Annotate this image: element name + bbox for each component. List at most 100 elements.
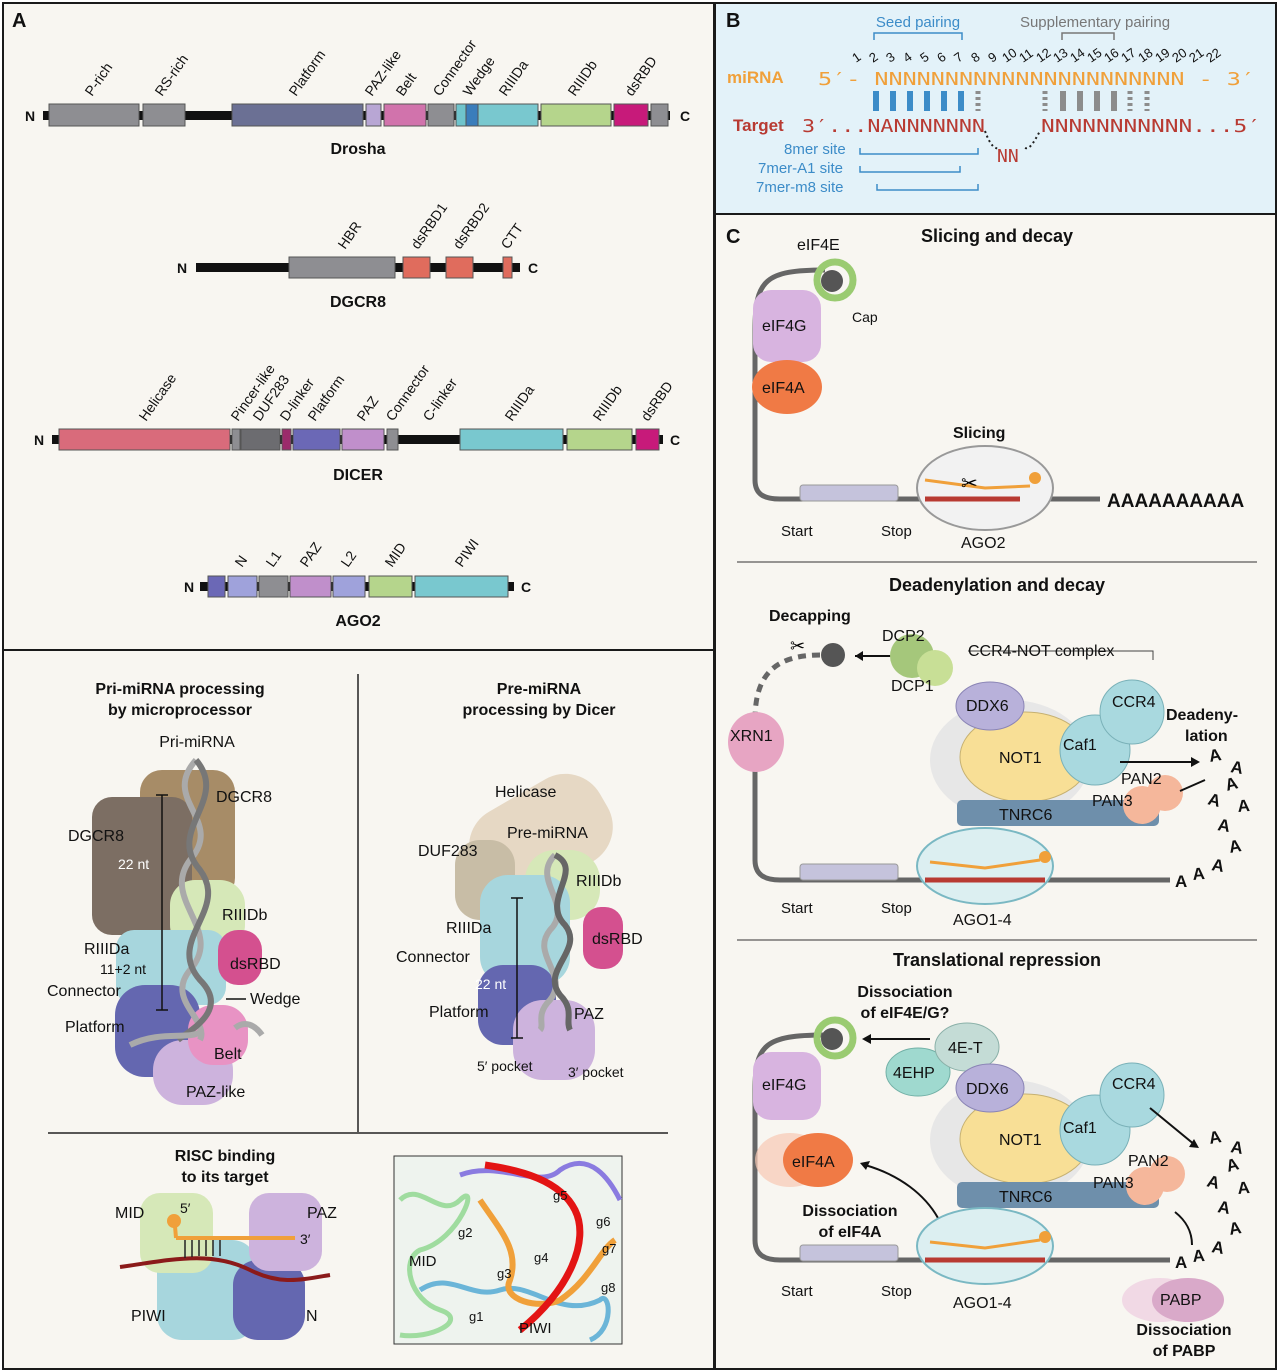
dicer-helicase-domain: [58, 428, 231, 451]
trans-ago-label: AGO1-4: [953, 1295, 1012, 1312]
translational-section: Translational repression: [752, 950, 1251, 1360]
trans-not1-label: NOT1: [999, 1132, 1042, 1149]
pri-dgcr8-left-shape: [92, 797, 192, 935]
dead-a-6: A: [1216, 815, 1231, 836]
tick-15: [1094, 91, 1100, 111]
trans-diss-eif4eg-line1: Dissociation: [857, 984, 952, 1001]
deadenylation-title: Deadenylation and decay: [889, 575, 1105, 595]
trans-guide-5p: [1039, 1231, 1051, 1243]
pri-dgcr8-label-a: DGCR8: [216, 789, 272, 806]
drosha-wedge-domain-a: [455, 103, 467, 127]
dicer-platform-domain: [292, 428, 341, 451]
drosha-p-rich-domain: [48, 103, 140, 127]
trans-ccr4-arrow: [1149, 1107, 1196, 1146]
panel-c-letter: C: [726, 226, 740, 248]
slicing-eif4g-label: eIF4G: [762, 318, 806, 335]
pre-dsrbd-label: dsRBD: [592, 931, 643, 948]
dead-ddx6: [955, 681, 1025, 731]
dead-stop-label: Stop: [881, 900, 912, 917]
trans-a-7: A: [1227, 1218, 1242, 1239]
trans-a-8: A: [1210, 1237, 1225, 1258]
seed-pairing-label: Seed pairing: [876, 14, 960, 31]
panel-b: B Seed pairing Supplementary pairing 1 2…: [714, 2, 1277, 215]
slicing-cds: [799, 484, 899, 502]
slicing-guide-5p: [1029, 472, 1041, 484]
pre-3-pocket-label: 3′ pocket: [568, 1064, 624, 1080]
structure-paz-ribbon: [459, 1161, 623, 1202]
tick-6: [941, 91, 947, 111]
pos-21: 21: [1186, 45, 1206, 66]
pri-title-line2: by microprocessor: [108, 702, 252, 719]
tick-3: [890, 91, 896, 111]
slicing-cap: [821, 270, 843, 292]
dead-a-10: A: [1175, 872, 1187, 891]
dgcr8-dsrbd2-domain: [445, 256, 474, 279]
pri-dsrbd-label: dsRBD: [230, 956, 281, 973]
dead-guide-5p: [1039, 851, 1051, 863]
dead-pan2-label: PAN2: [1121, 771, 1162, 788]
drosha-n-terminus: N: [25, 108, 35, 124]
site-8mer-label: 8mer site: [784, 141, 846, 158]
trans-diss-eif4a-line1: Dissociation: [802, 1203, 897, 1220]
panel-b-letter: B: [726, 10, 740, 32]
trans-pabp-arrow: [1174, 1211, 1193, 1246]
dead-mrna-degraded: [752, 652, 821, 721]
dead-a-5: A: [1237, 796, 1251, 816]
pri-22nt-label: 22 nt: [118, 856, 149, 872]
trans-eif4g-label: eIF4G: [762, 1077, 806, 1094]
pri-11nt-label: 11+2 nt: [100, 961, 146, 977]
pre-5-pocket-label: 5′ pocket: [477, 1058, 533, 1074]
structure-g2: g2: [458, 1225, 472, 1240]
slicing-eif4e: [813, 258, 857, 302]
ago2-l2-domain: [332, 575, 366, 598]
pos-16: 16: [1101, 45, 1121, 66]
structure-g4: g4: [534, 1250, 548, 1265]
trans-pabp: [1152, 1278, 1224, 1322]
risc-title-line2: to its target: [181, 1169, 269, 1186]
dicer-duf283-domain: [240, 428, 281, 451]
pos-13: 13: [1050, 45, 1070, 66]
pre-paz-label: PAZ: [574, 1006, 604, 1023]
target-sequence-right: NNNNNNNNNNN...5′: [1041, 116, 1261, 137]
structure-g8: g8: [601, 1280, 615, 1295]
slicing-eif4g: [753, 290, 821, 362]
trans-diss-eif4a-line2: of eIF4A: [818, 1224, 882, 1241]
pos-12: 12: [1033, 45, 1053, 66]
tick-5: [924, 91, 930, 111]
dead-tnrc6-label: TNRC6: [999, 807, 1052, 824]
pre-title-line2: processing by Dicer: [463, 702, 616, 719]
pri-title-line1: Pri-miRNA processing: [95, 681, 264, 698]
trans-eif4e: [813, 1016, 857, 1060]
dead-deadenylation-arrowhead: [1191, 757, 1200, 767]
risc-n-label: N: [306, 1308, 318, 1325]
slicing-guide: [924, 478, 1031, 490]
dgcr8-dsrbd1-domain: [402, 256, 431, 279]
ago2-c-terminus: C: [521, 579, 531, 595]
trans-eif4a-arrow: [864, 1164, 939, 1219]
dead-dcp1: [917, 650, 953, 686]
site-7mer-m8-bracket: [876, 184, 979, 191]
slicing-eif4e-label: eIF4E: [797, 237, 840, 254]
dead-caf1-label: Caf1: [1063, 737, 1097, 754]
slicing-eif4a: [752, 360, 822, 414]
trans-diss-eif4eg-line2: of eIF4E/G?: [861, 1005, 950, 1022]
trans-title: Translational repression: [893, 950, 1101, 970]
trans-ccr4: [1099, 1062, 1165, 1128]
slicing-title: Slicing and decay: [921, 226, 1073, 246]
pri-mirna-label: Pri-miRNA: [159, 734, 235, 751]
dead-a-7: A: [1227, 836, 1242, 857]
trans-a-10: A: [1175, 1253, 1187, 1272]
structure-g5: g5: [553, 1188, 567, 1203]
ago2-n2-domain: [227, 575, 258, 598]
dead-tnrc6: [957, 800, 1159, 826]
structure-g1: g1: [469, 1309, 483, 1324]
dead-decap-arrowhead: [855, 651, 863, 661]
dead-scissors-icon: ✂: [790, 636, 805, 656]
risc-paz-shape: [249, 1193, 322, 1271]
dgcr8-hbr-domain: [288, 256, 396, 279]
pri-riiidb-label: RIIIDb: [222, 907, 267, 924]
trans-guide: [929, 1238, 1041, 1250]
risc-diagram: RISC binding to its target MID 5′ PAZ: [115, 1148, 337, 1340]
slicing-eif4a-label: eIF4A: [762, 380, 805, 397]
